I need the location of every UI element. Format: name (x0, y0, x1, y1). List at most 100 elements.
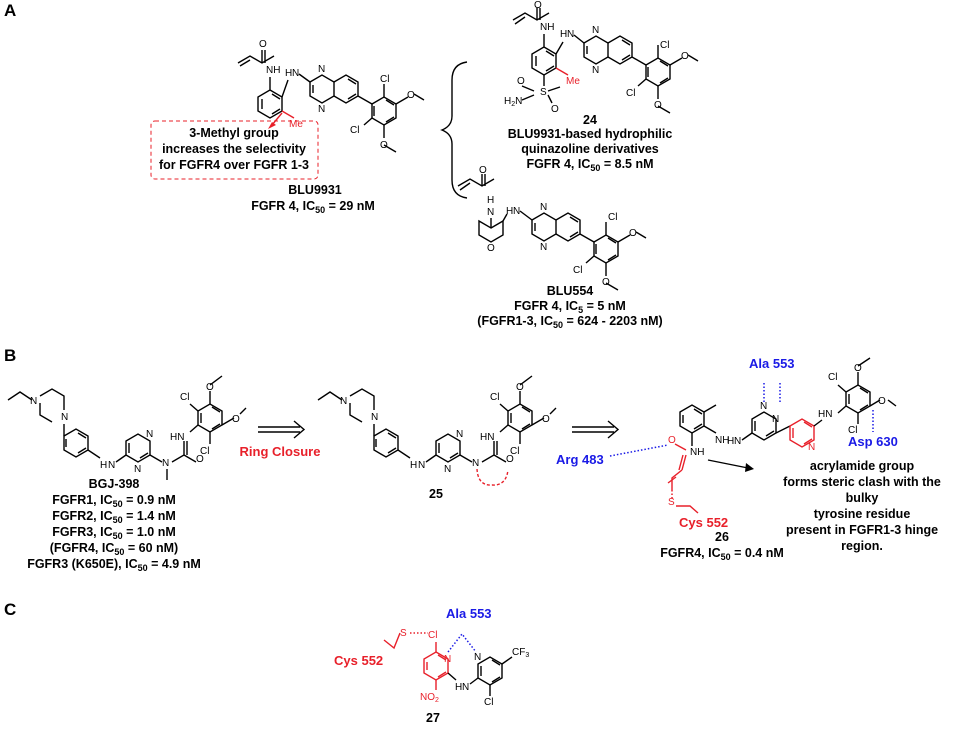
atom-n: N (371, 412, 378, 423)
hbond-ala553-c (447, 632, 477, 653)
panel-label-a: A (4, 1, 16, 20)
atom-s: S (400, 628, 407, 639)
atom-h: H (455, 682, 462, 693)
atom-cl: Cl (200, 446, 209, 457)
blu554-range: (FGFR1-3, IC50 = 624 - 2203 nM) (477, 314, 662, 330)
atom-me: Me (289, 119, 303, 130)
structure-26: NH NH O S H N N N N HN Cl Cl O (609, 357, 897, 514)
structure-27: S Cl N NO2 H N N Cl CF3 (383, 628, 529, 708)
atom-n: N (340, 396, 347, 407)
atom-n: N (540, 242, 547, 253)
bgj398-name: BGJ-398 (89, 477, 140, 491)
atom-n: N (134, 464, 141, 475)
atom-s: S (668, 497, 675, 508)
label-cys552: Cys 552 (679, 515, 728, 530)
atom-n: N (487, 207, 494, 218)
atom-h: H (506, 206, 513, 217)
atom-n: N (318, 64, 325, 75)
atom-o: O (516, 382, 524, 393)
atom-o: O (629, 228, 637, 239)
acrylamide-note: acrylamide group forms steric clash with … (783, 459, 941, 553)
ring-closure-arrow (258, 426, 300, 433)
transform-arrow (572, 426, 614, 433)
atom-n: N (808, 442, 815, 453)
atom-nh: NH (540, 22, 554, 33)
atom-nh: NH (715, 435, 729, 446)
blu9931-ic50: FGFR 4, IC50 = 29 nM (251, 199, 375, 215)
atom-n: N (146, 429, 153, 440)
structure-25: N N H N N N N O HN Cl Cl O O (317, 375, 557, 486)
c25-name: 25 (429, 487, 443, 501)
label-asp630: Asp 630 (848, 434, 898, 449)
blu554-ic50: FGFR 4, IC5 = 5 nM (514, 299, 626, 315)
ring-closure-dashed (476, 468, 509, 486)
atom-h: H (487, 195, 494, 206)
atom-n: N (474, 652, 481, 663)
atom-cl: Cl (380, 74, 389, 85)
acrylamide-note-line: forms steric clash with the (783, 475, 941, 489)
atom-h: H (285, 68, 292, 79)
atom-o: O (479, 165, 487, 176)
atom-n: N (513, 206, 520, 217)
blu554-name: BLU554 (547, 284, 594, 298)
atom-o: O (542, 414, 550, 425)
atom-cl: Cl (608, 212, 617, 223)
atom-o: O (206, 382, 214, 393)
callout-line2: increases the selectivity (162, 142, 306, 156)
acrylamide-note-line: present in FGFR1-3 hinge (786, 523, 938, 537)
callout-line3: for FGFR4 over FGFR 1-3 (159, 158, 309, 172)
atom-s: S (540, 87, 547, 98)
panel-label-b: B (4, 346, 16, 365)
atom-nh: NH (690, 447, 704, 458)
atom-n: N (772, 414, 779, 425)
label-cys552-c: Cys 552 (334, 653, 383, 668)
atom-n: N (592, 65, 599, 76)
atom-cl: Cl (490, 392, 499, 403)
label-ala553: Ala 553 (749, 356, 795, 371)
atom-n: N (456, 429, 463, 440)
acrylamide-note-line: tyrosine residue (814, 507, 911, 521)
atom-h: H (560, 29, 567, 40)
atom-n: N (444, 464, 451, 475)
atom-n: N (760, 401, 767, 412)
atom-me: Me (566, 76, 580, 87)
atom-o: O (517, 76, 525, 87)
atom-n: N (108, 460, 115, 471)
blu9931-name: BLU9931 (288, 183, 342, 197)
acrylamide-note-line: bulky (846, 491, 879, 505)
atom-h: H (727, 436, 734, 447)
atom-o: O (602, 277, 610, 288)
atom-cl: Cl (626, 88, 635, 99)
atom-h2n: H2N (504, 96, 522, 108)
atom-o: O (668, 435, 676, 446)
atom-n: N (540, 202, 547, 213)
atom-n-methyl: N (162, 458, 169, 469)
acrylamide-note-line: acrylamide group (810, 459, 915, 473)
atom-cl: Cl (848, 425, 857, 436)
atom-n: N (462, 682, 469, 693)
atom-o: O (681, 51, 689, 62)
atom-n: N (444, 654, 451, 665)
callout-box (150, 120, 319, 180)
atom-o: O (854, 363, 862, 374)
c24-line1: BLU9931-based hydrophilic (508, 127, 673, 141)
atom-cf3: CF3 (512, 647, 529, 659)
hbond-arg483 (609, 444, 669, 457)
hbond-ala553 (763, 382, 781, 402)
c27-name: 27 (426, 711, 440, 725)
bgj398-activity-line: FGFR1, IC50 = 0.9 nM (52, 493, 176, 509)
ring-closure-label: Ring Closure (240, 444, 321, 459)
atom-o: O (878, 396, 886, 407)
atom-n: N (592, 25, 599, 36)
acrylamide-note-line: region. (841, 539, 883, 553)
atom-n: N (61, 412, 68, 423)
atom-o: O (232, 414, 240, 425)
atom-cl: Cl (828, 372, 837, 383)
c24-name: 24 (583, 113, 597, 127)
atom-cl: Cl (573, 265, 582, 276)
atom-nh: NH (266, 65, 280, 76)
atom-cl: Cl (660, 40, 669, 51)
atom-h: H (410, 460, 417, 471)
callout-arrow (271, 112, 283, 126)
label-arg483: Arg 483 (556, 452, 604, 467)
